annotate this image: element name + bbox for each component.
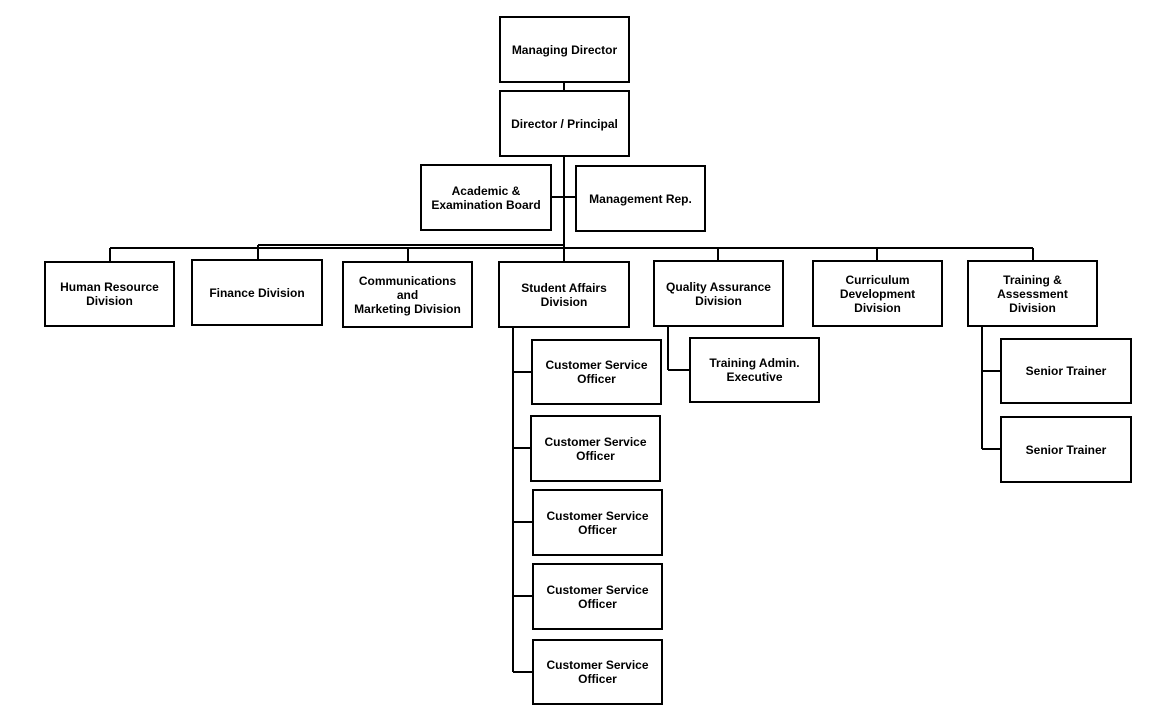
customer-service-officer-label: Customer Service Officer xyxy=(545,358,648,386)
senior-trainer-label: Senior Trainer xyxy=(1025,442,1107,457)
academic-board-box: Academic & Examination Board xyxy=(420,164,552,231)
quality-assurance-division-label: Quality Assurance Division xyxy=(666,279,771,308)
senior-trainer-box: Senior Trainer xyxy=(1000,338,1132,404)
customer-service-officer-box: Customer Service Officer xyxy=(532,489,663,556)
customer-service-officer-label: Customer Service Officer xyxy=(546,658,649,686)
training-assessment-division-label: Training & Assessment Division xyxy=(997,272,1068,315)
student-affairs-division-label: Student Affairs Division xyxy=(521,280,607,309)
training-admin-executive-box: Training Admin. Executive xyxy=(689,337,820,403)
managing-director-box: Managing Director xyxy=(499,16,630,83)
management-rep-box: Management Rep. xyxy=(575,165,706,232)
training-admin-executive-label: Training Admin. Executive xyxy=(709,356,800,384)
curriculum-division-label: Curriculum Development Division xyxy=(839,272,916,315)
communications-division-box: Communications and Marketing Division xyxy=(342,261,473,328)
human-resource-division-box: Human Resource Division xyxy=(44,261,175,327)
communications-division-label: Communications and Marketing Division xyxy=(354,273,461,316)
customer-service-officer-label: Customer Service Officer xyxy=(546,508,649,537)
customer-service-officer-box: Customer Service Officer xyxy=(532,563,663,630)
customer-service-officer-box: Customer Service Officer xyxy=(532,639,663,705)
management-rep-label: Management Rep. xyxy=(589,191,692,206)
director-principal-label: Director / Principal xyxy=(511,116,618,131)
customer-service-officer-label: Customer Service Officer xyxy=(544,434,647,463)
customer-service-officer-box: Customer Service Officer xyxy=(531,339,662,405)
training-assessment-division-box: Training & Assessment Division xyxy=(967,260,1098,327)
human-resource-division-label: Human Resource Division xyxy=(60,280,159,308)
student-affairs-division-box: Student Affairs Division xyxy=(498,261,630,328)
curriculum-division-box: Curriculum Development Division xyxy=(812,260,943,327)
customer-service-officer-box: Customer Service Officer xyxy=(530,415,661,482)
finance-division-label: Finance Division xyxy=(209,285,305,300)
managing-director-label: Managing Director xyxy=(511,42,618,57)
customer-service-officer-label: Customer Service Officer xyxy=(546,582,649,611)
quality-assurance-division-box: Quality Assurance Division xyxy=(653,260,784,327)
finance-division-box: Finance Division xyxy=(191,259,323,326)
senior-trainer-box: Senior Trainer xyxy=(1000,416,1132,483)
academic-board-label: Academic & Examination Board xyxy=(431,183,541,212)
senior-trainer-label: Senior Trainer xyxy=(1025,364,1107,378)
director-principal-box: Director / Principal xyxy=(499,90,630,157)
